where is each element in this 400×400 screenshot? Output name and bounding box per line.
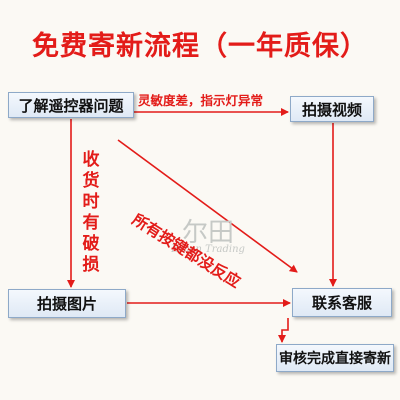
node-contact-service: 联系客服 (292, 288, 392, 317)
node-record-video: 拍摄视频 (290, 96, 374, 122)
node-review-ship: 审核完成直接寄新 (276, 344, 394, 372)
node-understand-issue: 了解遥控器问题 (8, 92, 134, 118)
edge-label-damaged: 收货时有破损 (82, 150, 100, 275)
node-take-photos: 拍摄图片 (8, 289, 126, 318)
arrow-service-to-review (278, 318, 289, 343)
arrow-understand-to-service (117, 139, 298, 273)
edge-label-sensitivity: 灵敏度差，指示灯异常 (138, 93, 264, 108)
page-title: 免费寄新流程（一年质保） (32, 31, 368, 62)
watermark-logo: 尔田 (181, 218, 234, 248)
watermark-subtitle: Erben Trading (171, 244, 245, 255)
